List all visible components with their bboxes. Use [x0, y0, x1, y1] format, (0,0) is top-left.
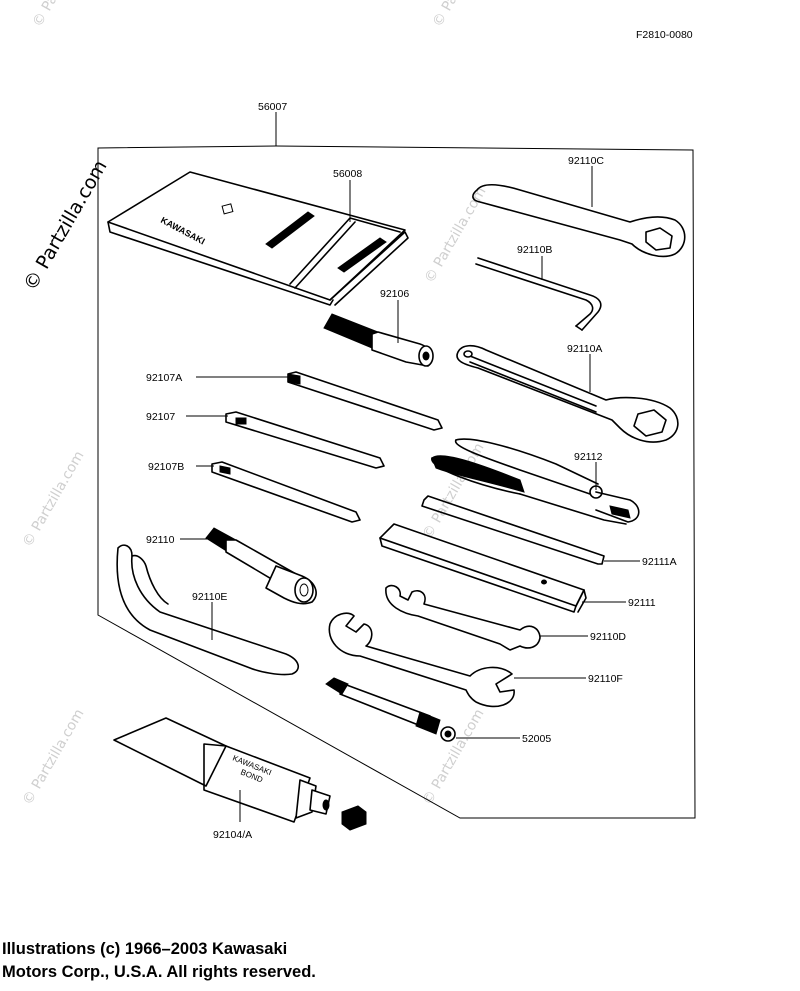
screwdriver-92107a [287, 371, 443, 431]
label-56007: 56007 [258, 101, 287, 113]
watermark: © Partzilla.com [422, 184, 490, 286]
screwdriver-92107 [225, 411, 385, 469]
label-92107a: 92107A [146, 372, 182, 384]
watermark: © Partzilla.com [430, 0, 498, 30]
label-92110d: 92110D [590, 631, 626, 643]
label-92110: 92110 [146, 534, 175, 546]
label-92107: 92107 [146, 411, 175, 423]
watermark: © Partzilla.com [420, 440, 488, 542]
label-92107b: 92107B [148, 461, 184, 473]
label-92110f: 92110F [588, 673, 623, 685]
label-92112: 92112 [574, 451, 603, 463]
watermark: © Partzilla.com [20, 448, 88, 550]
label-92106: 92106 [380, 288, 409, 300]
plug-wrench-92110 [205, 527, 317, 605]
plate-92111 [379, 523, 587, 613]
screwdriver-92107b [211, 461, 361, 523]
bar-92111a [421, 495, 605, 565]
watermark: © Partzilla.com [20, 706, 88, 808]
ring-wrench-92110c [472, 183, 686, 258]
gauge-52005 [325, 677, 456, 742]
open-wrench-92110d [385, 584, 541, 651]
label-92110b: 92110B [517, 244, 552, 256]
label-92104a: 92104/A [213, 829, 252, 841]
hex-key-92110b [475, 257, 602, 331]
watermark: © Partzilla.com [30, 0, 98, 30]
copyright-line-1: Illustrations (c) 1966–2003 Kawasaki [2, 940, 288, 958]
label-92111: 92111 [628, 597, 656, 609]
hook-wrench-92110e [116, 544, 299, 676]
label-92110c: 92110C [568, 155, 604, 167]
open-wrench-92110f [328, 612, 515, 708]
watermarks: © Partzilla.com © Partzilla.com © Partzi… [19, 0, 497, 808]
box-wrench-92110a [456, 344, 679, 443]
bond-tube-92104a: KAWASAKI BOND [113, 717, 367, 831]
label-52005: 52005 [522, 733, 551, 745]
handle-92106 [323, 313, 434, 367]
pliers-92112 [431, 438, 640, 525]
tool-bag: KAWASAKI [107, 171, 409, 306]
label-92111a: 92111A [642, 556, 677, 568]
figure-code: F2810-0080 [636, 29, 693, 41]
copyright-line-2: Motors Corp., U.S.A. All rights reserved… [2, 963, 316, 981]
label-56008: 56008 [333, 168, 362, 180]
label-92110e: 92110E [192, 591, 227, 603]
copyright-notice: Illustrations (c) 1966–2003 Kawasaki Mot… [2, 938, 316, 984]
label-92110a: 92110A [567, 343, 602, 355]
kit-boundary [97, 145, 696, 819]
